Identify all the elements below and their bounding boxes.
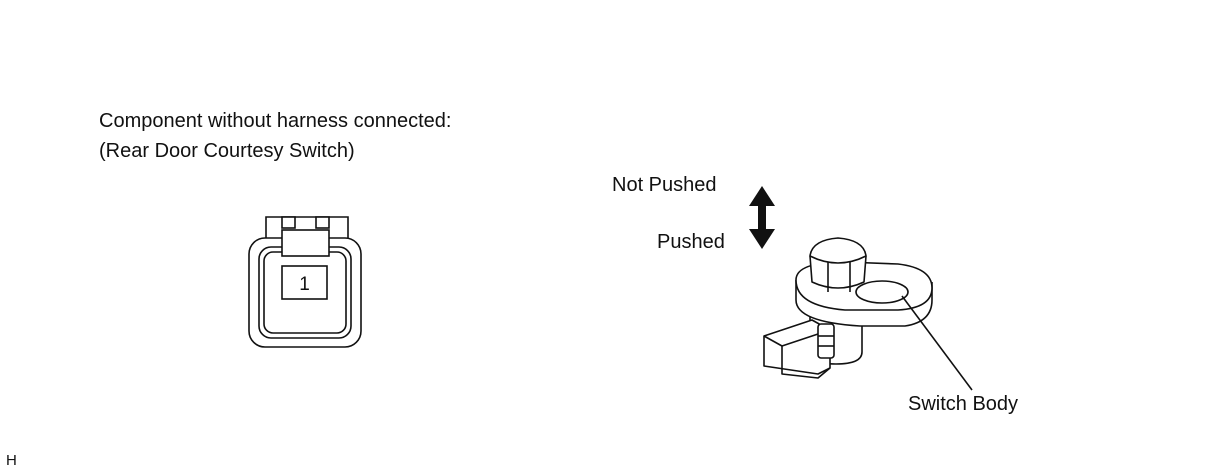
courtesy-switch-icon: [763, 237, 973, 391]
pin-1-box: [281, 265, 328, 300]
double-arrow-icon: [749, 186, 775, 249]
not-pushed-label: Not Pushed: [612, 174, 717, 196]
pin-number-label: 1: [299, 274, 310, 295]
caption-line-2: (Rear Door Courtesy Switch): [99, 140, 355, 162]
caption-line-1: Component without harness connected:: [99, 110, 452, 132]
switch-body-label: Switch Body: [908, 393, 1019, 415]
corner-mark: H: [6, 452, 17, 469]
pushed-label: Pushed: [657, 231, 725, 253]
connector-icon: 1: [248, 216, 362, 348]
